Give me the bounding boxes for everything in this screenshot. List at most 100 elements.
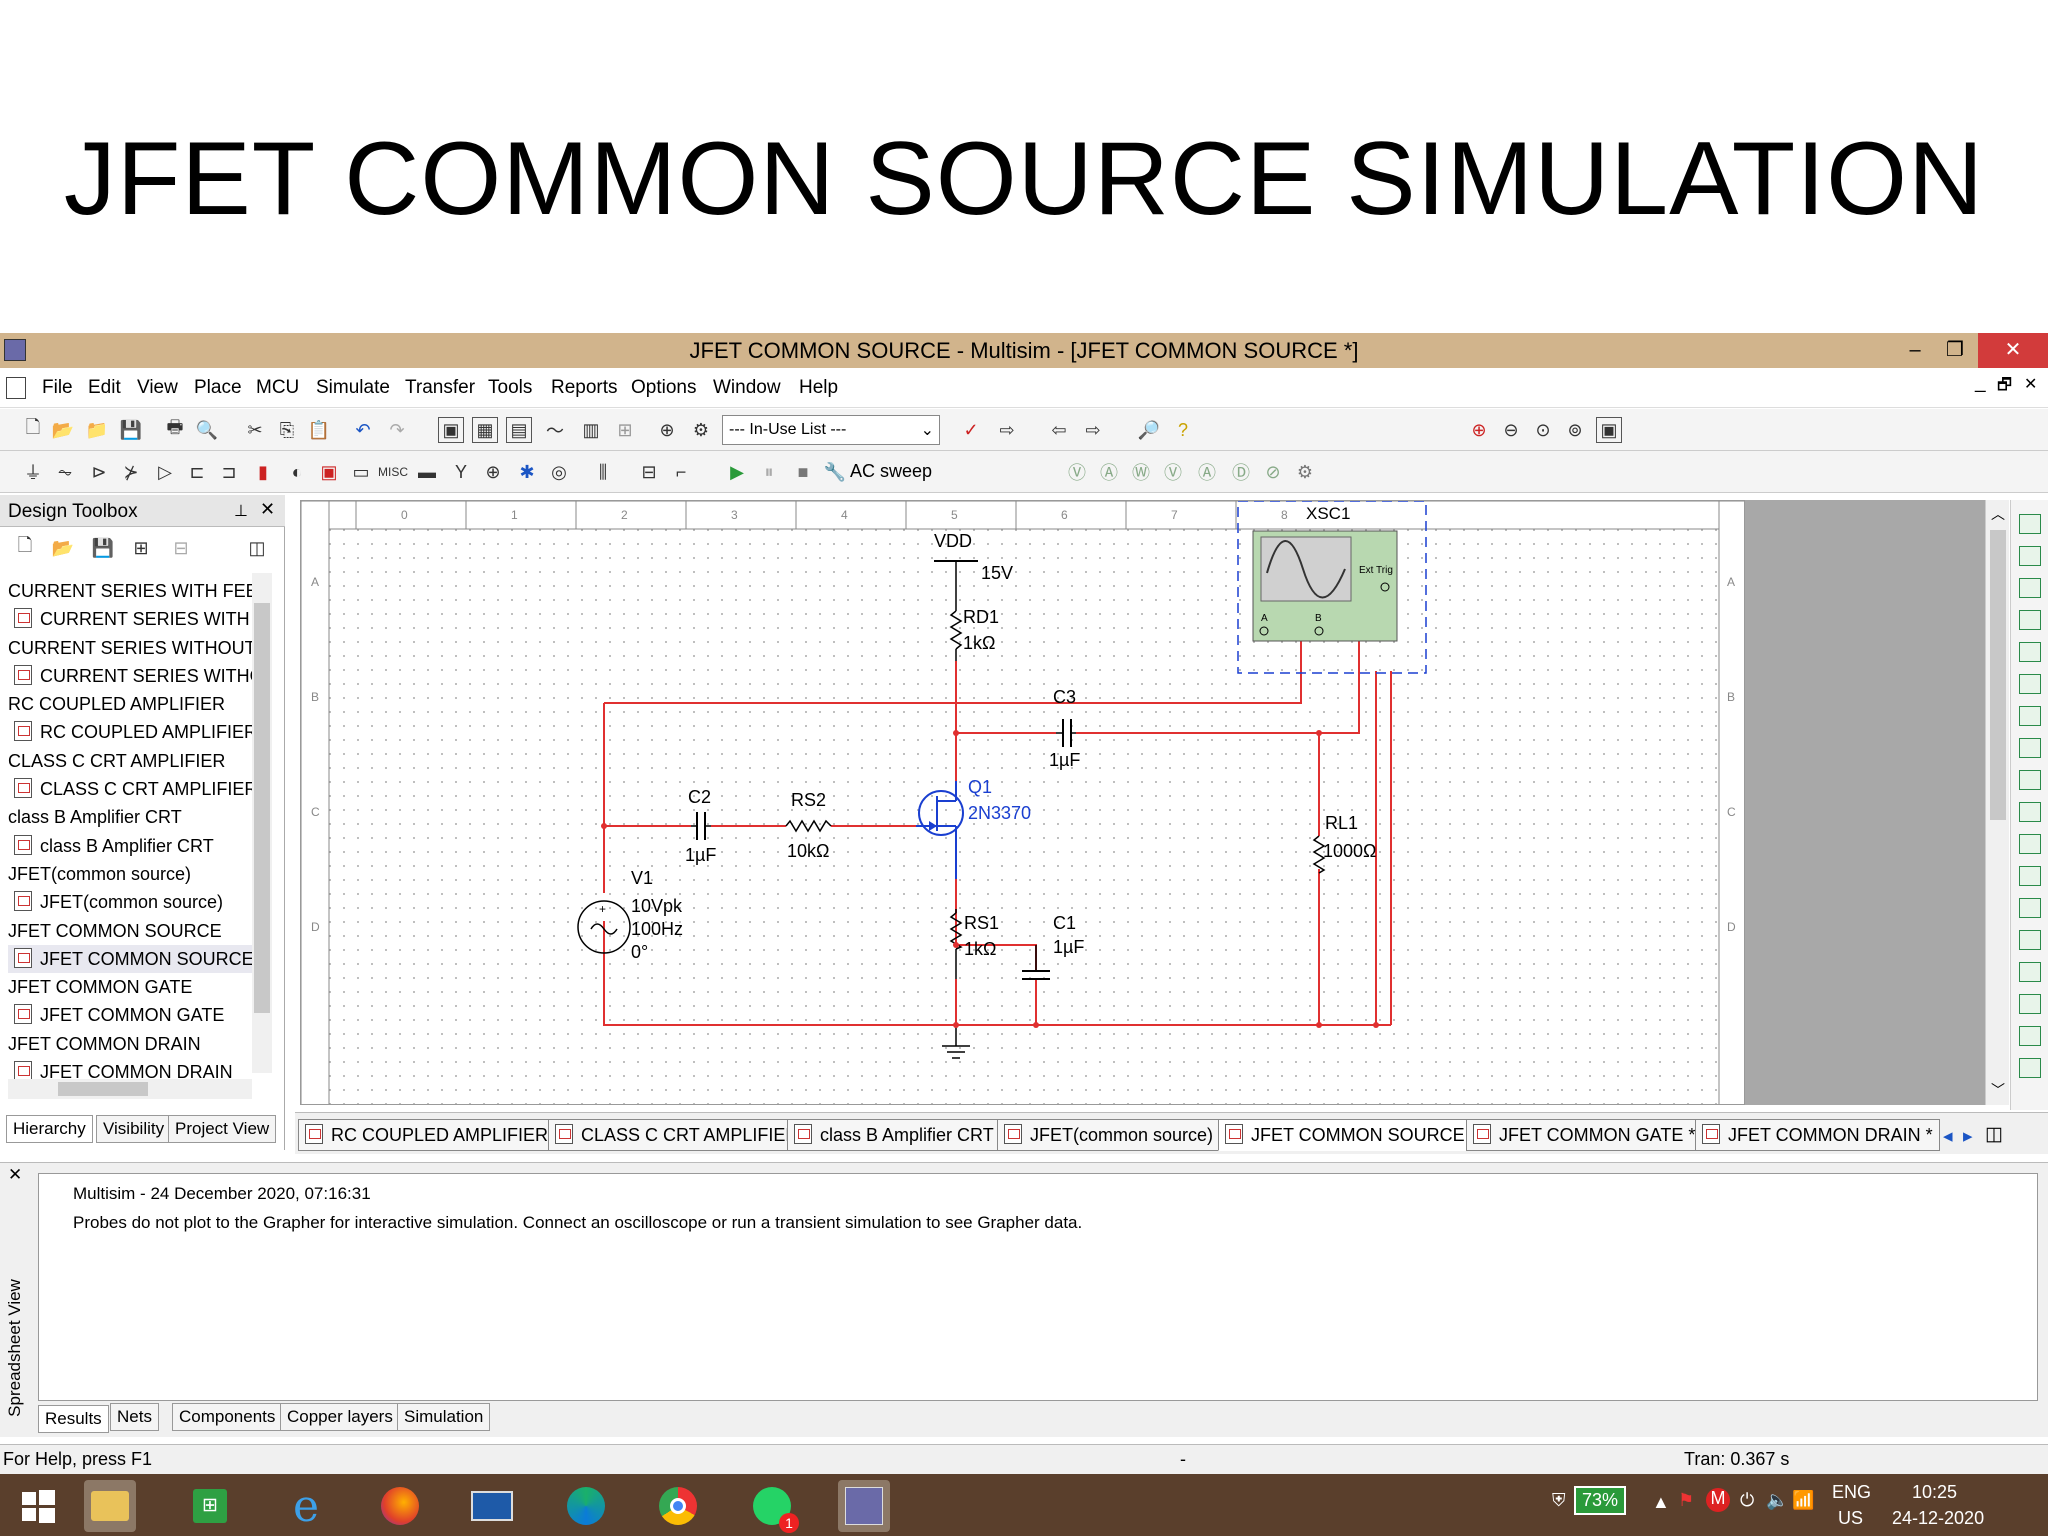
analysis-icon[interactable]: 🔧 xyxy=(823,461,847,482)
tree-schematic-item[interactable]: CURRENT SERIES WITHOU xyxy=(8,662,270,690)
place-ni-icon[interactable]: ◎ xyxy=(551,461,567,482)
spreadsheet-close-icon[interactable]: ✕ xyxy=(8,1165,23,1184)
ground-symbol[interactable] xyxy=(942,1045,970,1059)
clock-date[interactable]: 24-12-2020 xyxy=(1892,1508,1985,1528)
menu-file[interactable]: File xyxy=(42,377,73,398)
tab-hierarchy[interactable]: Hierarchy xyxy=(6,1115,93,1143)
zoom-area-icon[interactable]: ⊙ xyxy=(1535,419,1551,440)
place-basic-icon[interactable]: ⏦ xyxy=(57,461,73,482)
new-subcircuit-icon[interactable]: ⊞ xyxy=(133,537,149,558)
agilent-scope-icon[interactable] xyxy=(2019,1026,2041,1046)
place-transistor-icon[interactable]: ⊁ xyxy=(123,461,139,482)
resistor-rl1[interactable]: RL1 1000Ω xyxy=(1312,813,1377,874)
clock-time[interactable]: 10:25 xyxy=(1912,1482,1958,1502)
place-diode-icon[interactable]: ⊳ xyxy=(91,461,107,482)
zoom-sheet-icon[interactable]: ⊚ xyxy=(1567,419,1583,440)
probe-current-icon[interactable]: Ⓐ xyxy=(1100,463,1118,483)
delete-icon[interactable]: ⊟ xyxy=(173,537,189,558)
network-analyzer-icon[interactable] xyxy=(2019,930,2041,950)
oscilloscope-icon[interactable] xyxy=(2019,610,2041,630)
tree-schematic-item[interactable]: JFET COMMON DRAIN xyxy=(8,1058,270,1086)
spectrum-analyzer-icon[interactable] xyxy=(2019,898,2041,918)
mdi-close-button[interactable]: ✕ xyxy=(2024,376,2038,393)
open-file-icon[interactable]: 📂 xyxy=(51,419,75,440)
place-bus-icon[interactable]: ⌐ xyxy=(675,461,687,482)
whatsapp-icon[interactable]: 1 xyxy=(746,1480,799,1533)
ac-sweep-label[interactable]: AC sweep xyxy=(850,461,933,481)
undo-icon[interactable]: ↶ xyxy=(355,419,371,440)
place-peripheral-icon[interactable]: ▬ xyxy=(418,461,436,482)
open-design-icon[interactable]: 📂 xyxy=(51,537,75,558)
save-icon[interactable]: 💾 xyxy=(119,419,143,440)
tab-components[interactable]: Components xyxy=(172,1403,283,1431)
chrome-icon[interactable] xyxy=(652,1480,704,1532)
firefox-icon[interactable] xyxy=(374,1480,426,1532)
place-electromech-icon[interactable]: ⊕ xyxy=(485,461,501,482)
run-icon[interactable]: ▶ xyxy=(730,461,744,482)
tab-jfet-common-gate[interactable]: JFET COMMON GATE * xyxy=(1466,1119,1703,1151)
place-rf-icon[interactable]: Y xyxy=(454,461,467,482)
place-indicator-icon[interactable]: ◐ xyxy=(291,461,303,482)
fullscreen-icon[interactable]: ▣ xyxy=(1596,417,1622,443)
minimize-button[interactable]: – xyxy=(1909,339,1921,361)
tab-visibility[interactable]: Visibility xyxy=(96,1115,172,1143)
close-button[interactable]: ✕ xyxy=(1978,333,2048,368)
scroll-up-icon[interactable]: ︿ xyxy=(1991,506,2005,522)
multimeter-icon[interactable] xyxy=(2019,514,2041,534)
pin-icon[interactable]: ⊥ xyxy=(234,503,248,520)
restore-button[interactable]: ❐ xyxy=(1946,339,1964,361)
in-use-list-dropdown[interactable]: --- In-Use List --- ⌄ xyxy=(722,415,940,445)
app-icon[interactable] xyxy=(4,339,26,361)
windows-start-icon[interactable] xyxy=(12,1480,64,1532)
logic-converter-icon[interactable] xyxy=(2019,770,2041,790)
antivirus-icon[interactable]: M xyxy=(1706,1488,1730,1512)
erc-icon[interactable]: ✓ xyxy=(963,419,979,440)
grapher-icon[interactable]: ▤ xyxy=(506,417,532,443)
tab-jfet-common-source-lower[interactable]: JFET(common source) xyxy=(997,1119,1221,1151)
mdi-minimize-button[interactable]: _ xyxy=(1975,372,1986,393)
tree-schematic-item[interactable]: CURRENT SERIES WITH FEI xyxy=(8,605,270,633)
tektronix-scope-icon[interactable] xyxy=(2019,1058,2041,1078)
wattmeter-icon[interactable] xyxy=(2019,578,2041,598)
place-component-icon[interactable]: ⊕ xyxy=(659,419,675,440)
tab-jfet-common-source[interactable]: JFET COMMON SOURCE * xyxy=(1218,1119,1484,1151)
menu-reports[interactable]: Reports xyxy=(551,377,618,398)
canvas-vscroll[interactable]: ︿ ﹀ xyxy=(1985,500,2009,1105)
print-preview-icon[interactable]: 🔍 xyxy=(195,419,219,440)
language-region[interactable]: US xyxy=(1838,1508,1864,1528)
component-view-icon[interactable]: ▣ xyxy=(438,417,464,443)
language-code[interactable]: ENG xyxy=(1832,1482,1872,1502)
power-icon[interactable]: ⏻ xyxy=(1740,1490,1755,1510)
tree-schematic-item[interactable]: CLASS C CRT AMPLIFIER xyxy=(8,775,270,803)
probe-voltage-icon[interactable]: Ⓥ xyxy=(1068,463,1086,483)
place-ttl-icon[interactable]: ⊏ xyxy=(189,461,205,482)
resistor-rs1[interactable]: RS1 1kΩ xyxy=(949,912,999,959)
tree-design-item[interactable]: CURRENT SERIES WITHOUT FE xyxy=(8,634,270,662)
lenovo-icon[interactable] xyxy=(466,1480,518,1532)
wifi-icon[interactable]: 📶 xyxy=(1792,1490,1815,1510)
tab-nets[interactable]: Nets xyxy=(110,1403,159,1431)
tab-results[interactable]: Results xyxy=(38,1405,109,1433)
new-design-icon[interactable]: 🗋 xyxy=(17,535,33,555)
tree-schematic-item[interactable]: class B Amplifier CRT xyxy=(8,832,270,860)
menu-tools[interactable]: Tools xyxy=(488,377,533,398)
toolbox-close-icon[interactable]: ✕ xyxy=(260,499,276,519)
tree-design-item[interactable]: CURRENT SERIES WITH FEEDB xyxy=(8,577,270,605)
probe-vi-icon[interactable]: Ⓐ xyxy=(1198,463,1216,483)
redo-icon[interactable]: ↷ xyxy=(389,419,405,440)
zoom-out-icon[interactable]: ⊖ xyxy=(1503,419,1519,440)
cut-icon[interactable]: ✂ xyxy=(247,419,263,440)
help-icon[interactable]: ? xyxy=(1177,419,1188,440)
tree-design-item[interactable]: JFET COMMON SOURCE xyxy=(8,917,270,945)
iv-analyzer-icon[interactable] xyxy=(2019,834,2041,854)
save-design-icon[interactable]: 💾 xyxy=(91,537,115,558)
tree-schematic-item[interactable]: JFET COMMON GATE xyxy=(8,1001,270,1029)
tab-list-icon[interactable]: ◫ xyxy=(1985,1124,2003,1145)
menu-place[interactable]: Place xyxy=(194,377,242,398)
resistor-rd1[interactable]: RD1 1kΩ xyxy=(949,607,999,653)
tree-hscroll[interactable] xyxy=(8,1079,252,1099)
pause-icon[interactable]: ⏸ xyxy=(764,461,774,482)
menu-window[interactable]: Window xyxy=(713,377,781,398)
window-title-bar[interactable]: JFET COMMON SOURCE - Multisim - [JFET CO… xyxy=(0,333,2048,368)
